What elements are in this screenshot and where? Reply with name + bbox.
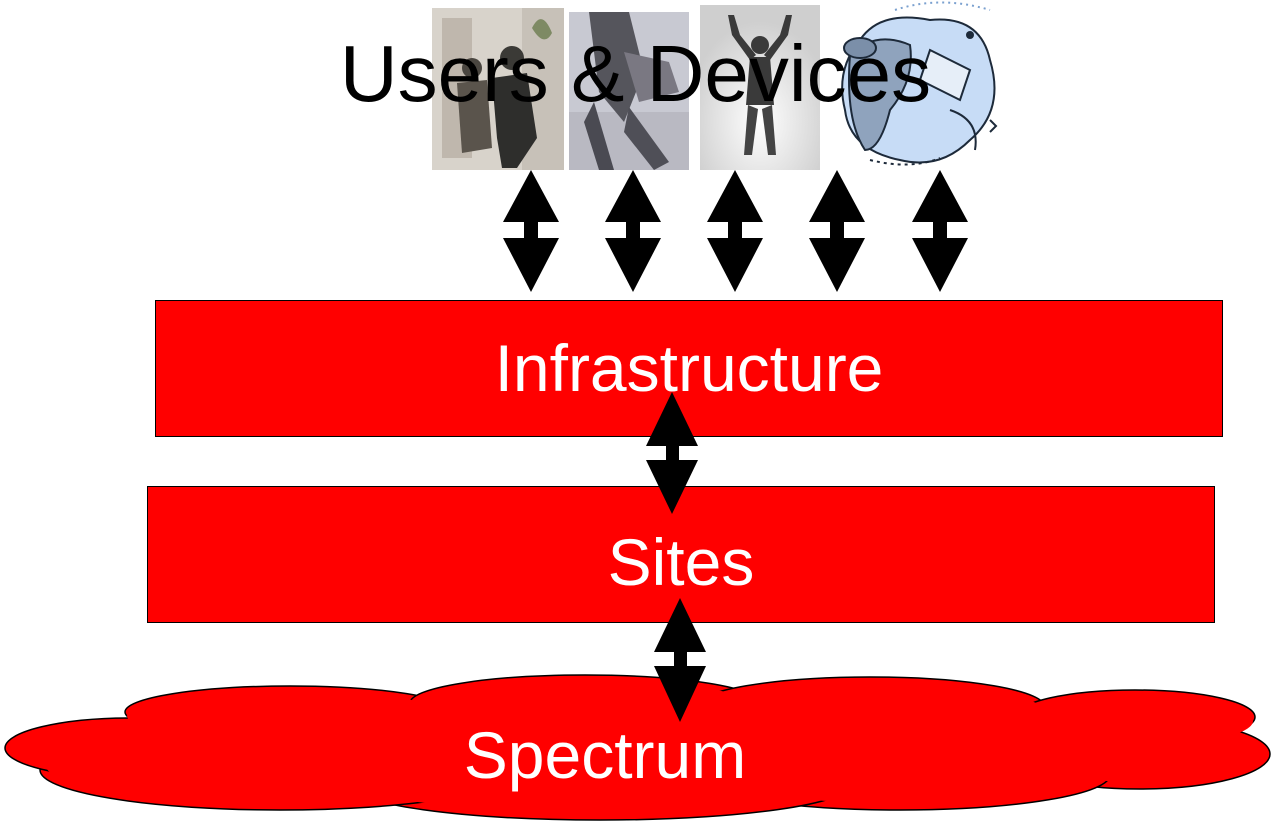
spectrum-label: Spectrum [464, 718, 746, 792]
double-arrow-icon [912, 170, 968, 292]
double-arrow-icon [707, 170, 763, 292]
walking-person-photo [569, 12, 689, 170]
satellite-clipart [841, 1, 998, 166]
users-devices-title: Users & Devices [339, 29, 932, 118]
business-people-photo [432, 8, 564, 170]
infrastructure-label: Infrastructure [494, 331, 884, 405]
double-arrow-icon [646, 392, 698, 514]
infrastructure-box: Infrastructure [155, 300, 1223, 437]
silhouette-photo [700, 5, 820, 170]
double-arrow-icon [605, 170, 661, 292]
sites-label: Sites [607, 525, 755, 599]
double-arrow-icon [654, 598, 706, 722]
double-arrow-icon [809, 170, 865, 292]
double-arrow-icon [503, 170, 559, 292]
